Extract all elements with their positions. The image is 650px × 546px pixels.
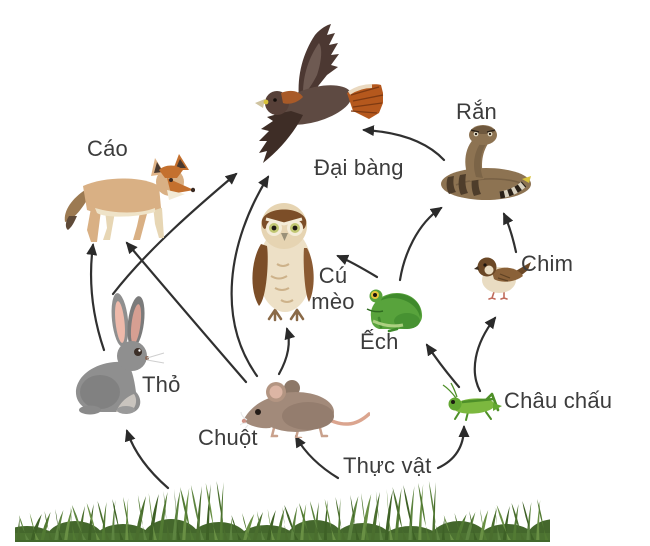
arrow-mouse-to-eagle	[230, 175, 270, 378]
eagle-image	[251, 23, 391, 168]
grass-image	[15, 470, 550, 542]
grasshopper-image	[442, 382, 506, 422]
snake-image	[436, 121, 536, 203]
arrow-plants-to-mouse	[294, 435, 340, 480]
arrow-rabbit-to-fox	[86, 243, 106, 352]
frog-image	[359, 281, 425, 333]
label-fox: Cáo	[87, 136, 128, 161]
label-plants: Thực vật	[343, 453, 432, 478]
rabbit-image	[68, 290, 168, 415]
arrow-mouse-to-fox	[125, 241, 248, 384]
label-eagle: Đại bàng	[314, 155, 404, 180]
label-mouse: Chuột	[198, 425, 258, 450]
arrow-plants-to-rabbit	[124, 429, 170, 490]
label-frog: Ếch	[360, 329, 399, 354]
label-owl: Cú mèo	[311, 263, 355, 314]
label-snake: Rắn	[456, 99, 497, 124]
arrow-snake-to-eagle	[362, 125, 446, 162]
label-bird: Chim	[521, 251, 574, 276]
arrow-grasshopper-to-frog	[425, 343, 461, 389]
arrow-mouse-to-owl	[277, 327, 296, 376]
arrow-frog-to-owl	[336, 254, 379, 279]
owl-image	[241, 198, 326, 323]
arrow-frog-to-snake	[398, 206, 443, 282]
label-rabbit: Thỏ	[142, 372, 181, 397]
arrow-plants-to-grasshopper	[436, 425, 470, 470]
arrow-grasshopper-to-bird	[473, 316, 497, 393]
arrow-rabbit-to-eagle	[111, 172, 238, 296]
bird-image	[474, 250, 532, 300]
label-grasshopper: Châu chấu	[504, 388, 613, 413]
fox-image	[55, 150, 195, 245]
arrow-bird-to-snake	[502, 212, 518, 254]
mouse-image	[240, 376, 370, 438]
